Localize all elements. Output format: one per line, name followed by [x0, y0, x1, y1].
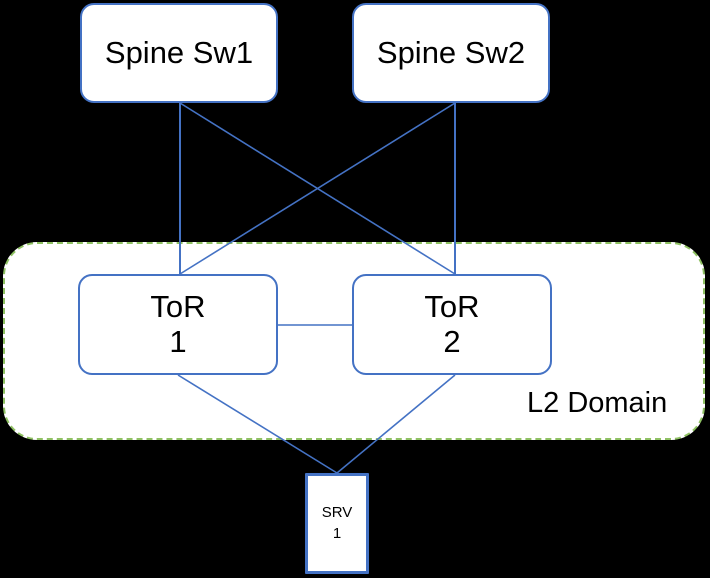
node-tor-2-label: ToR: [424, 288, 480, 324]
link-spine2-tor1: [179, 102, 456, 275]
node-srv-1[interactable]: SRV 1: [305, 473, 369, 574]
node-spine-sw1-label: Spine Sw1: [104, 34, 254, 70]
link-tor1-srv1: [177, 374, 338, 474]
link-tor2-srv1: [336, 374, 456, 474]
l2-domain-label: L2 Domain: [527, 387, 668, 419]
node-tor-1-label: ToR: [150, 288, 206, 324]
node-srv-1-index: 1: [332, 524, 342, 542]
node-spine-sw1[interactable]: Spine Sw1: [80, 3, 278, 103]
node-tor-2[interactable]: ToR 2: [352, 274, 552, 375]
node-tor-2-index: 2: [443, 323, 461, 359]
node-tor-1[interactable]: ToR 1: [78, 274, 278, 375]
node-tor-1-index: 1: [169, 323, 187, 359]
node-spine-sw2-label: Spine Sw2: [376, 34, 526, 70]
node-spine-sw2[interactable]: Spine Sw2: [352, 3, 550, 103]
node-srv-1-label: SRV: [321, 504, 353, 522]
